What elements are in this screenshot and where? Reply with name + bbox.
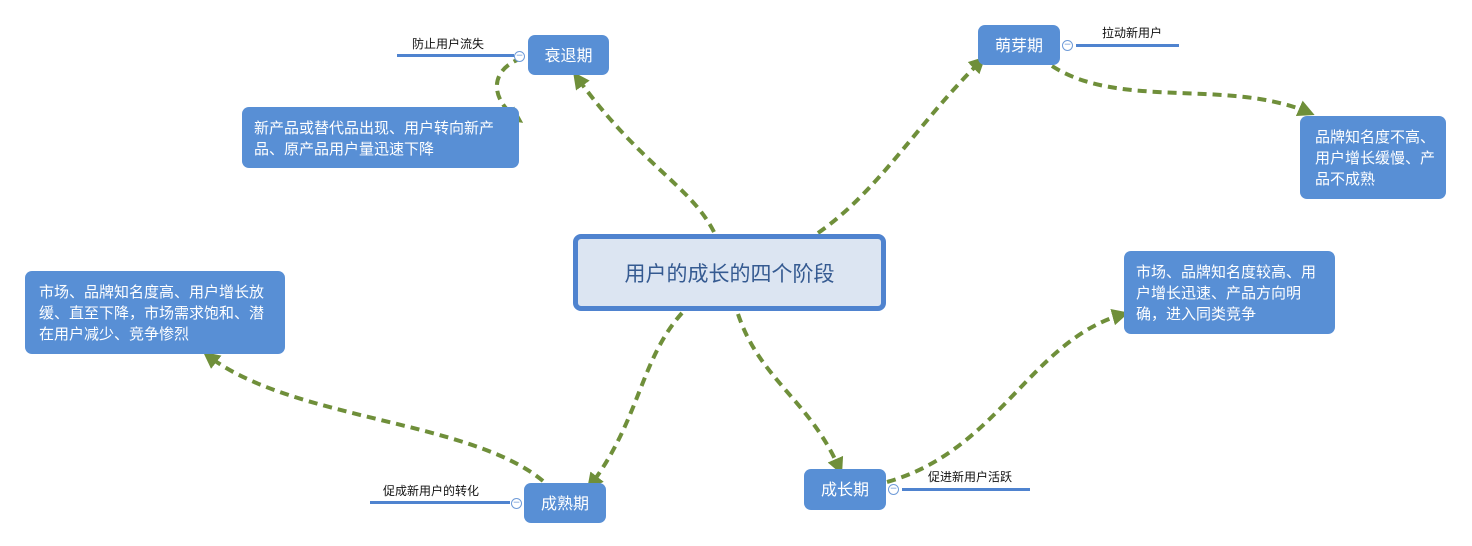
connector-growth-to-desc bbox=[886, 309, 1129, 484]
goal-underline-mature bbox=[370, 501, 510, 504]
description-node-growth[interactable]: 市场、品牌知名度较高、用户增长迅速、产品方向明确，进入同类竞争 bbox=[1124, 251, 1335, 334]
connector-sprout-to-desc bbox=[1050, 64, 1315, 116]
stage-node-decline[interactable]: 衰退期 bbox=[528, 35, 609, 75]
stage-node-growth[interactable]: 成长期 bbox=[804, 469, 886, 510]
description-node-sprout[interactable]: 品牌知名度不高、用户增长缓慢、产品不成熟 bbox=[1300, 116, 1446, 199]
goal-underline-decline bbox=[397, 54, 514, 57]
goal-label-growth: 促进新用户活跃 bbox=[928, 470, 1013, 484]
goal-underline-growth bbox=[902, 488, 1030, 491]
stage-node-mature[interactable]: 成熟期 bbox=[524, 483, 606, 523]
connector-center-to-growth bbox=[736, 313, 844, 475]
collapse-toggle-growth[interactable]: − bbox=[888, 484, 899, 495]
connector-center-to-decline bbox=[573, 71, 716, 233]
goal-label-decline: 防止用户流失 bbox=[412, 37, 485, 51]
goal-underline-sprout bbox=[1076, 44, 1179, 47]
description-node-mature[interactable]: 市场、品牌知名度高、用户增长放缓、直至下降，市场需求饱和、潜在用户减少、竞争惨烈 bbox=[25, 271, 285, 354]
collapse-toggle-sprout[interactable]: − bbox=[1062, 40, 1073, 51]
description-node-decline[interactable]: 新产品或替代品出现、用户转向新产品、原产品用户量迅速下降 bbox=[242, 107, 519, 168]
connector-center-to-mature bbox=[586, 311, 684, 491]
collapse-toggle-mature[interactable]: − bbox=[511, 498, 522, 509]
connector-center-to-sprout bbox=[816, 56, 986, 235]
collapse-toggle-decline[interactable]: − bbox=[514, 51, 525, 62]
central-topic[interactable]: 用户的成长的四个阶段 bbox=[573, 234, 886, 311]
goal-label-sprout: 拉动新用户 bbox=[1102, 26, 1163, 40]
goal-label-mature: 促成新用户的转化 bbox=[383, 484, 480, 498]
connector-mature-to-desc bbox=[203, 351, 545, 483]
stage-node-sprout[interactable]: 萌芽期 bbox=[978, 25, 1060, 65]
